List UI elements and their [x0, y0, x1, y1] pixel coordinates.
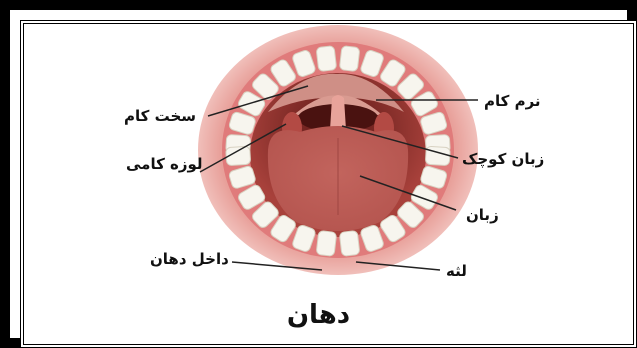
label-uvula: زبان کوچک [462, 150, 544, 168]
label-inner-mouth: داخل دهان [150, 250, 229, 268]
lower-tooth [425, 146, 450, 165]
lower-tooth [316, 230, 337, 256]
diagram-title: دهان [0, 300, 637, 330]
label-tongue: زبان [466, 206, 499, 224]
label-palatine-tonsil: لوزه کامی [126, 155, 203, 173]
lower-tooth [339, 230, 360, 256]
upper-tooth [339, 46, 360, 72]
upper-tooth [316, 46, 337, 72]
label-hard-palate: سخت کام [124, 107, 196, 125]
label-soft-palate: نرم کام [484, 92, 541, 110]
label-gum: لثه [446, 262, 467, 280]
